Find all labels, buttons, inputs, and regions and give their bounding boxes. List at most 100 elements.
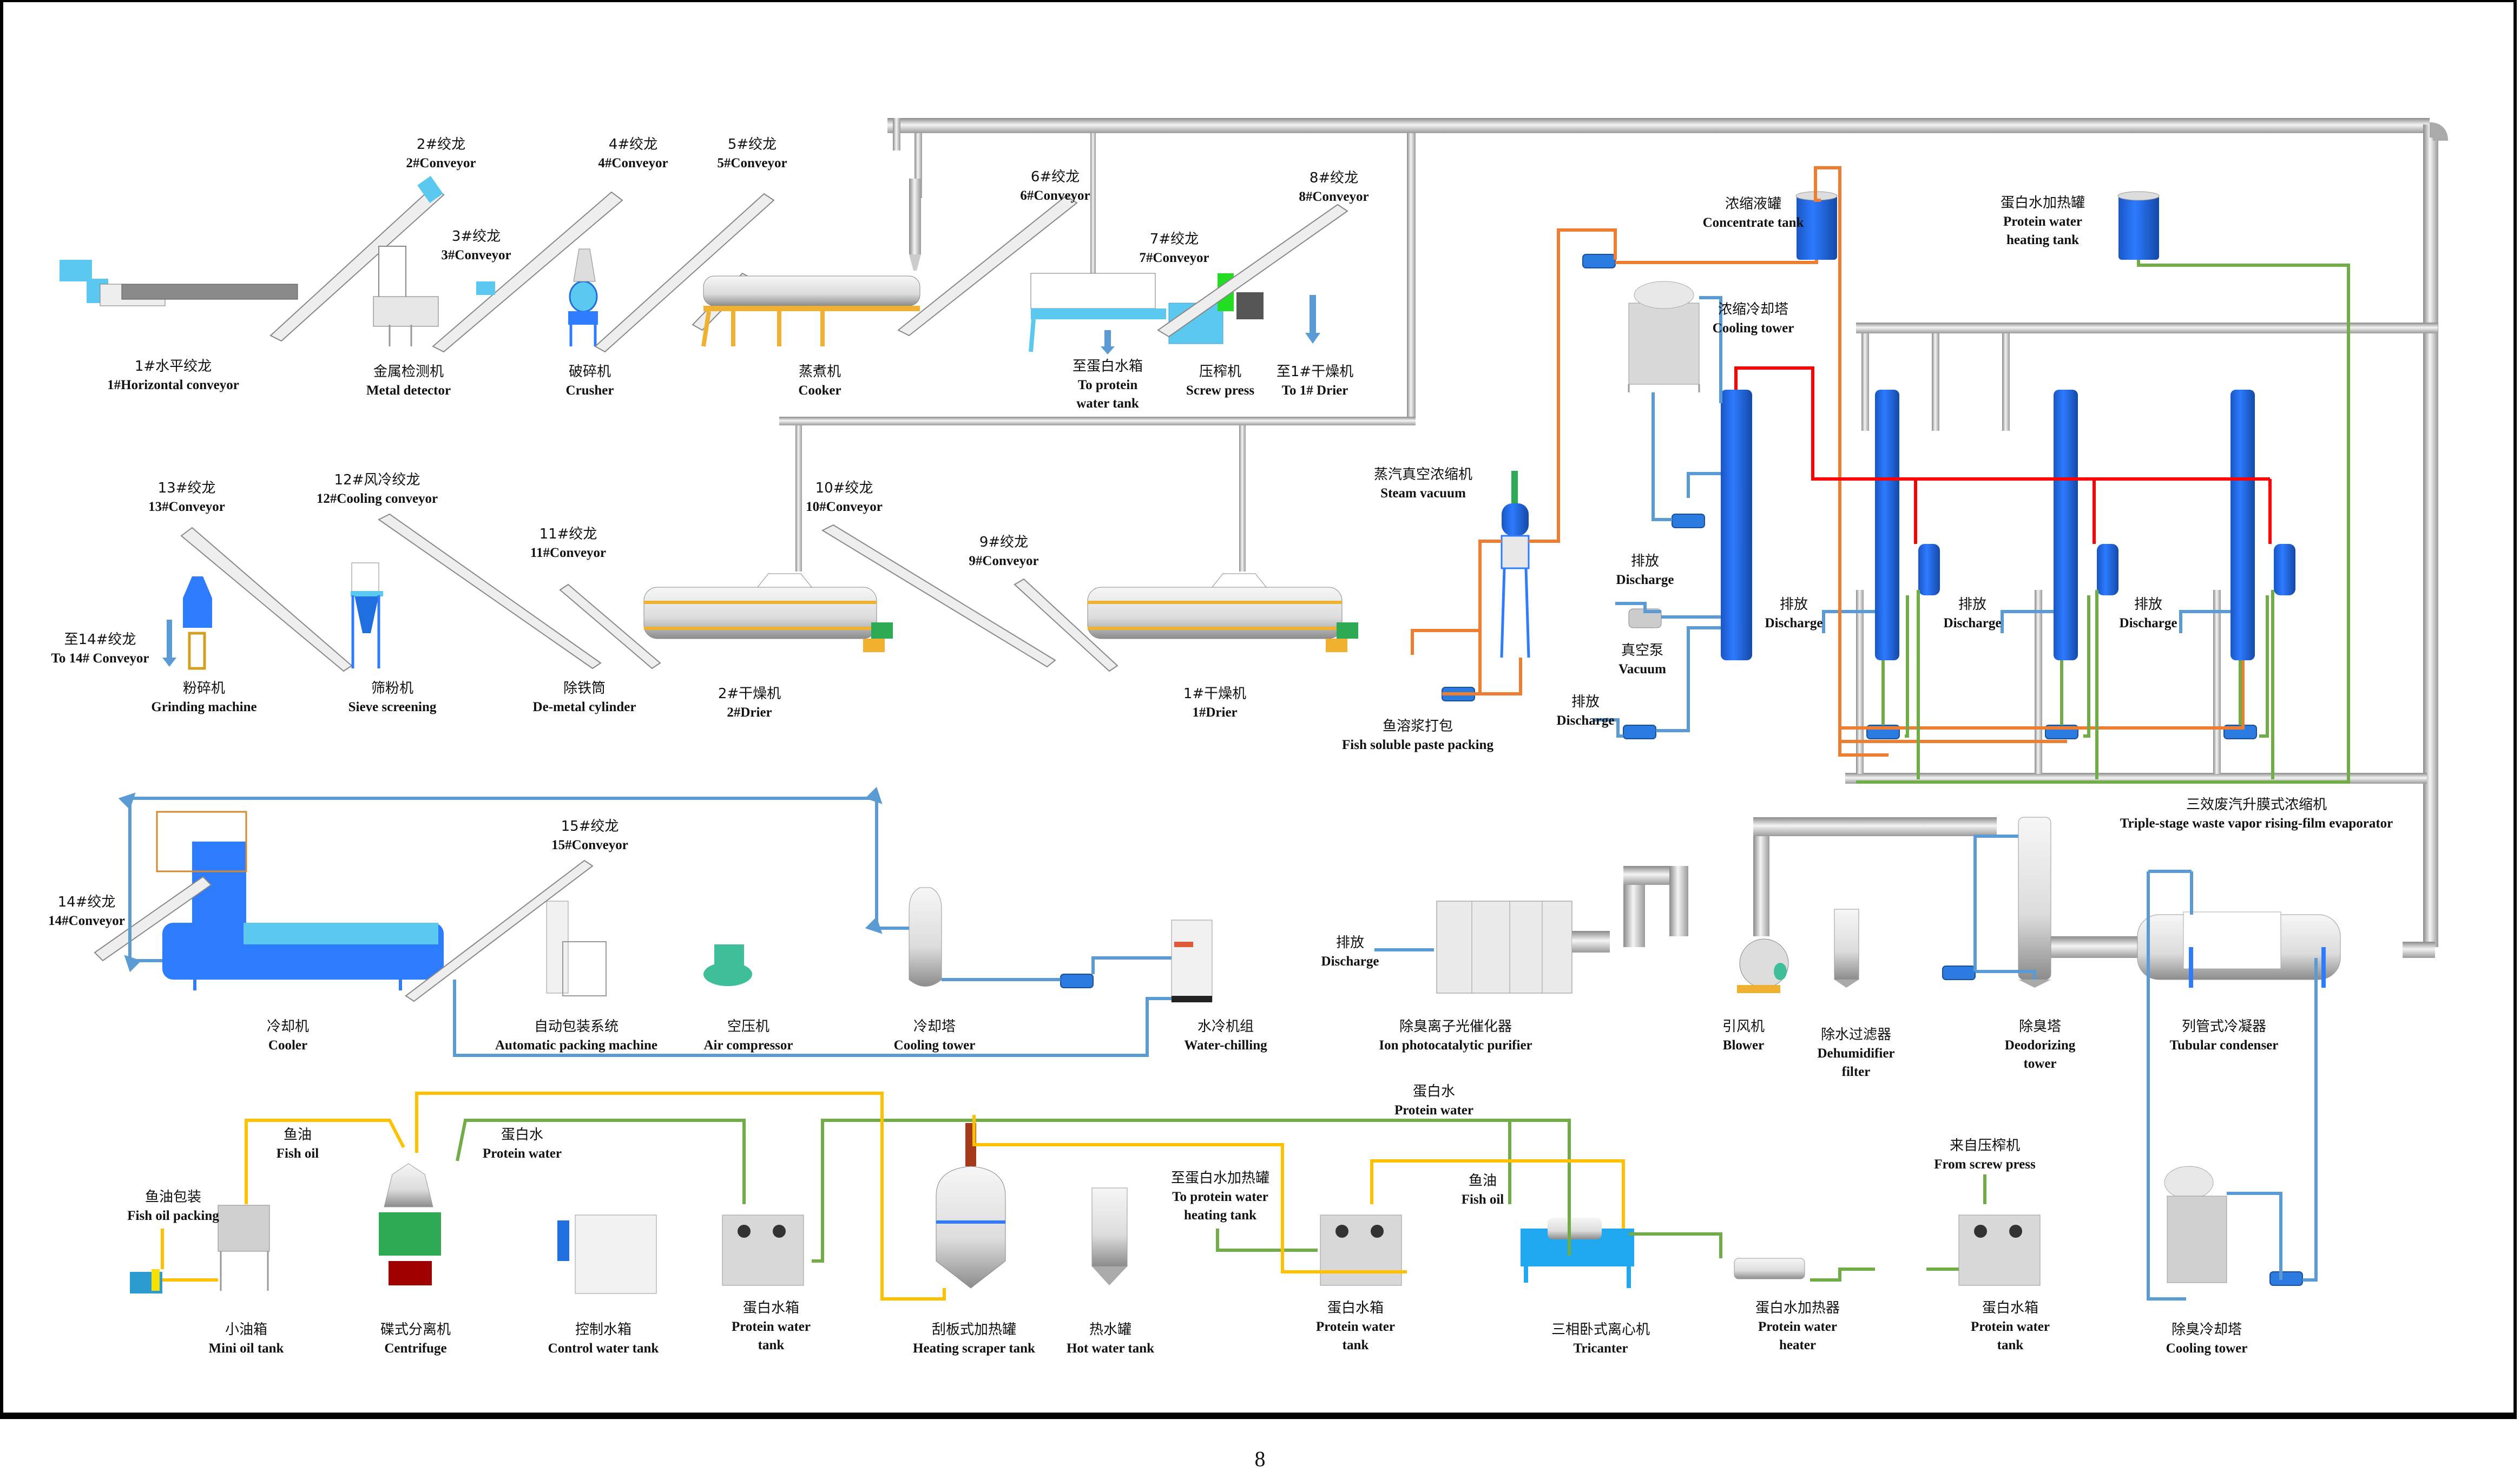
heating-scraper-tank-unit — [936, 1123, 1006, 1289]
sieve-screening-unit — [351, 562, 383, 668]
cooler-unit — [156, 811, 444, 990]
process-flow-diagram — [60, 118, 2448, 1301]
conveyor-12 — [378, 513, 602, 669]
control-water-tank-unit — [557, 1214, 657, 1294]
conveyor-2 — [269, 176, 445, 342]
diagram-frame — [0, 0, 2517, 1419]
triple-effect-columns — [1875, 390, 2295, 660]
protein-water-lines — [456, 260, 2350, 1282]
chill-cooling-tower-unit — [909, 887, 942, 987]
protein-water-heating-tank-unit — [2117, 191, 2160, 260]
vapor-lines — [1734, 366, 2272, 544]
steam-vacuum-concentrator — [1500, 471, 1530, 658]
arrows-down-row1 — [1101, 295, 1320, 354]
cooker-unit — [701, 179, 921, 347]
tricanter-unit — [1521, 1218, 1634, 1288]
conveyors-10-9 — [821, 524, 1118, 672]
tubular-condenser-unit — [2137, 911, 2341, 988]
conveyor-3 — [432, 191, 623, 353]
concentrate-cooling-tower-unit — [1628, 281, 1700, 392]
ion-purifier-unit — [1436, 901, 1572, 994]
deodorizing-cooling-tower-unit — [2164, 1166, 2227, 1283]
centrifuge-unit — [379, 1163, 441, 1285]
fish-oil-lines — [161, 1092, 1625, 1301]
conveyor-4-5 — [594, 193, 775, 353]
hot-water-tank-unit — [1091, 1187, 1128, 1285]
page-number: 8 — [1254, 1447, 1266, 1471]
cooling-water-lines — [118, 296, 2318, 1301]
duct-work — [1572, 817, 2192, 958]
drier-1-unit — [1087, 573, 1358, 652]
automatic-packing-unit — [546, 901, 607, 996]
main-evaporator-column — [1721, 390, 1752, 660]
conveyor-6 — [897, 195, 1078, 337]
protein-water-heater-unit — [1734, 1258, 1805, 1279]
grinding-machine-unit — [162, 576, 212, 670]
protein-water-tank-2-unit — [1320, 1214, 1402, 1286]
protein-water-tank-1-unit — [722, 1214, 804, 1286]
dehumidifier-filter-unit — [1834, 909, 1859, 988]
protein-water-tank-3-unit — [1958, 1214, 2041, 1286]
air-compressor-unit — [703, 944, 752, 986]
